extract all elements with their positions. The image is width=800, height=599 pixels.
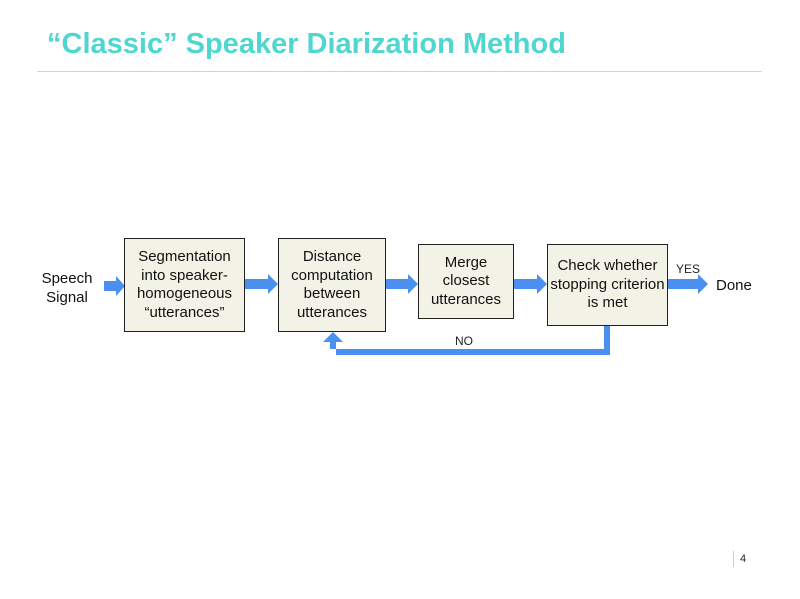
slide-title: “Classic” Speaker Diarization Method [47, 28, 566, 60]
check-box: Check whether stopping criterion is met [547, 244, 668, 326]
page-number-divider [733, 551, 734, 567]
title-divider [37, 71, 762, 72]
distance-box: Distance computation between utterances [278, 238, 386, 332]
arrow-input [104, 276, 125, 296]
box-text: Check whether stopping criterion is met [550, 257, 665, 312]
arrow-no-feedback [323, 326, 610, 355]
box-text: Distance computation between utterances [291, 248, 373, 321]
box-text: Merge closest utterances [430, 253, 502, 308]
no-label: NO [455, 334, 473, 348]
output-label: Done [716, 277, 752, 294]
merge-box: Merge closest utterances [418, 244, 514, 319]
arrow-yes [668, 274, 708, 294]
yes-label: YES [676, 262, 701, 276]
input-label: Speech Signal [41, 270, 93, 306]
arrow-1-2 [245, 274, 278, 294]
box-text: Segmentation into speaker-homogeneous “u… [136, 248, 233, 321]
arrow-2-3 [386, 274, 418, 294]
segmentation-box: Segmentation into speaker-homogeneous “u… [124, 238, 245, 332]
arrow-3-4 [514, 274, 547, 294]
page-number: 4 [740, 553, 747, 565]
